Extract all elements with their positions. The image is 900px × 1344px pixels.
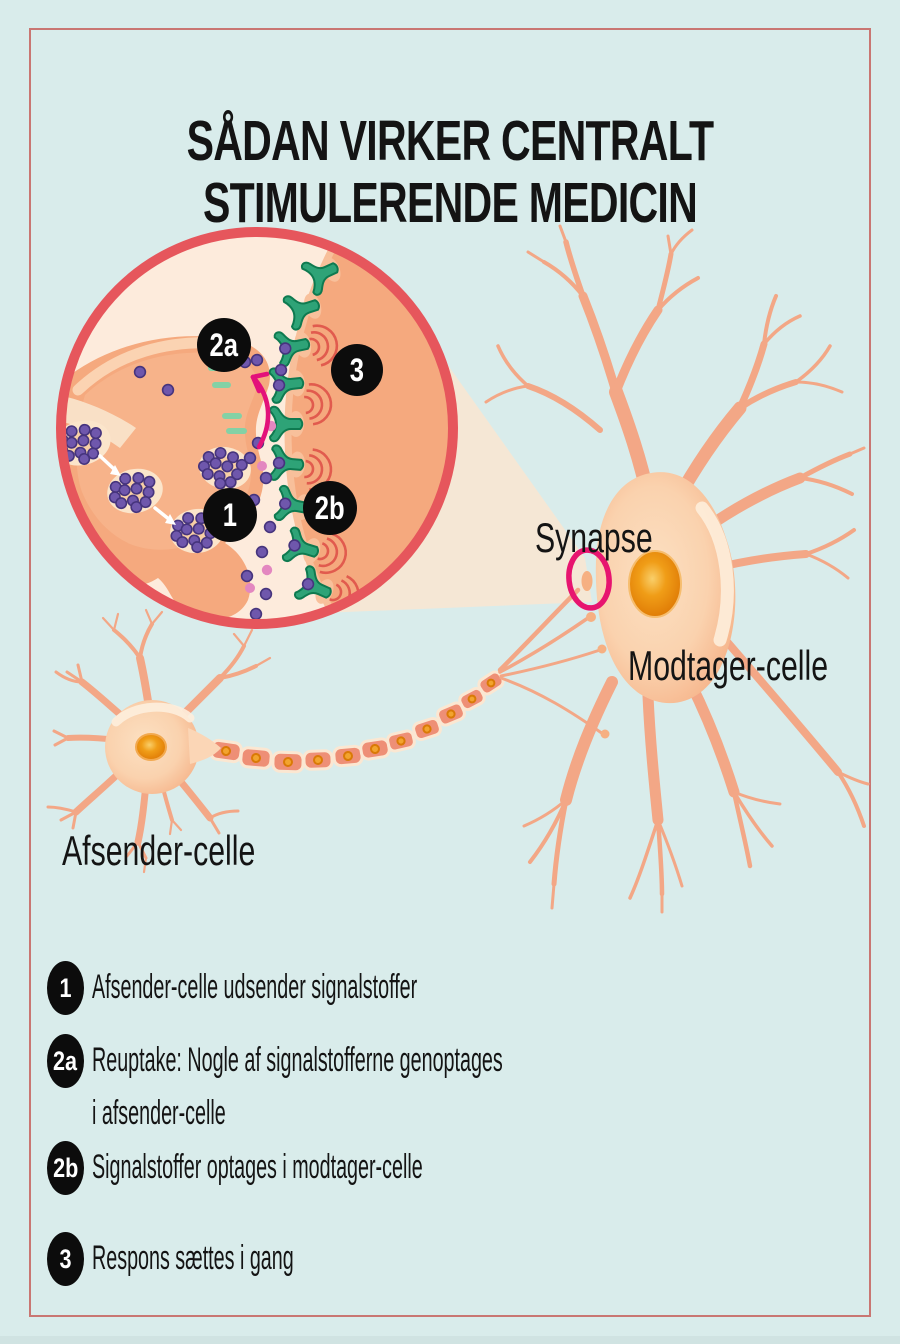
zoom-beam	[321, 285, 592, 613]
vesicle-arrow-icon	[98, 454, 176, 525]
reuptake-transporters	[208, 365, 247, 434]
page-title: SÅDAN VIRKER CENTRALT STIMULERENDE MEDIC…	[0, 110, 900, 234]
reuptake-arrow-icon	[250, 371, 271, 450]
legend-text-2b-line1: Signalstoffer optages i modtager-celle	[92, 1148, 423, 1186]
sender-soma	[105, 700, 199, 794]
legend-badge-1-label: 1	[59, 972, 72, 1003]
step-badge-3-label: 3	[349, 351, 365, 388]
legend-badge-2b-label: 2b	[52, 1152, 79, 1183]
axon-myelin-chain	[209, 571, 610, 774]
legend-text-2a: Reuptake: Nogle af signalstofferne genop…	[92, 1034, 503, 1140]
step-badge-1-label: 1	[222, 496, 238, 533]
neurotransmitter-dots	[133, 353, 288, 620]
legend-text-2a-line2: i afsender-celle	[92, 1094, 226, 1132]
vesicle-cluster	[104, 467, 163, 518]
vesicle-cluster	[65, 418, 111, 472]
legend-text-2b: Signalstoffer optages i modtager-celle	[92, 1141, 423, 1194]
receiver-cell-label: Modtager-celle	[628, 642, 829, 689]
step-badge-2b-label: 2b	[315, 489, 345, 526]
bottom-edge-strip	[0, 1336, 900, 1344]
legend-badge-3: 3	[47, 1232, 84, 1286]
step-badge-2b: 2b	[303, 481, 357, 535]
legend-badge-3-label: 3	[59, 1243, 72, 1274]
title-line-2: STIMULERENDE MEDICIN	[202, 171, 698, 236]
legend-text-1-line1: Afsender-celle udsender signalstoffer	[92, 968, 418, 1006]
axon-hillock	[188, 728, 221, 764]
step-badge-2a-label: 2a	[209, 326, 239, 363]
legend-badge-2b: 2b	[47, 1141, 84, 1195]
sender-cell-label: Afsender-celle	[62, 827, 256, 874]
legend-text-1: Afsender-celle udsender signalstoffer	[92, 961, 417, 1014]
receiver-neuron	[484, 224, 870, 914]
step-badge-2a: 2a	[197, 318, 251, 372]
legend-badge-2a: 2a	[47, 1034, 84, 1088]
zoom-circle-ring	[56, 227, 458, 629]
step-badge-1: 1	[203, 488, 257, 542]
vesicle-cluster-releasing	[194, 443, 251, 494]
legend-text-3-line1: Respons sættes i gang	[92, 1239, 294, 1277]
legend-text-2a-line1: Reuptake: Nogle af signalstofferne genop…	[92, 1041, 503, 1079]
soma-highlight	[111, 702, 195, 727]
step-badge-3: 3	[331, 344, 383, 396]
synapse-zoom-circle	[56, 227, 458, 629]
title-line-1: SÅDAN VIRKER CENTRALT	[186, 109, 714, 174]
axon-terminal-fibers	[497, 571, 610, 739]
postsynaptic-membrane	[284, 236, 449, 620]
legend-badge-2a-label: 2a	[53, 1045, 78, 1076]
soma-highlight	[695, 501, 734, 647]
legend-text-3: Respons sættes i gang	[92, 1232, 294, 1285]
receiver-dendrites	[484, 224, 870, 914]
presynaptic-terminal	[65, 336, 270, 620]
receptors	[268, 249, 347, 612]
synapse-label: Synapse	[535, 514, 653, 561]
sender-nucleus	[135, 733, 167, 761]
legend-badge-1: 1	[47, 961, 84, 1015]
